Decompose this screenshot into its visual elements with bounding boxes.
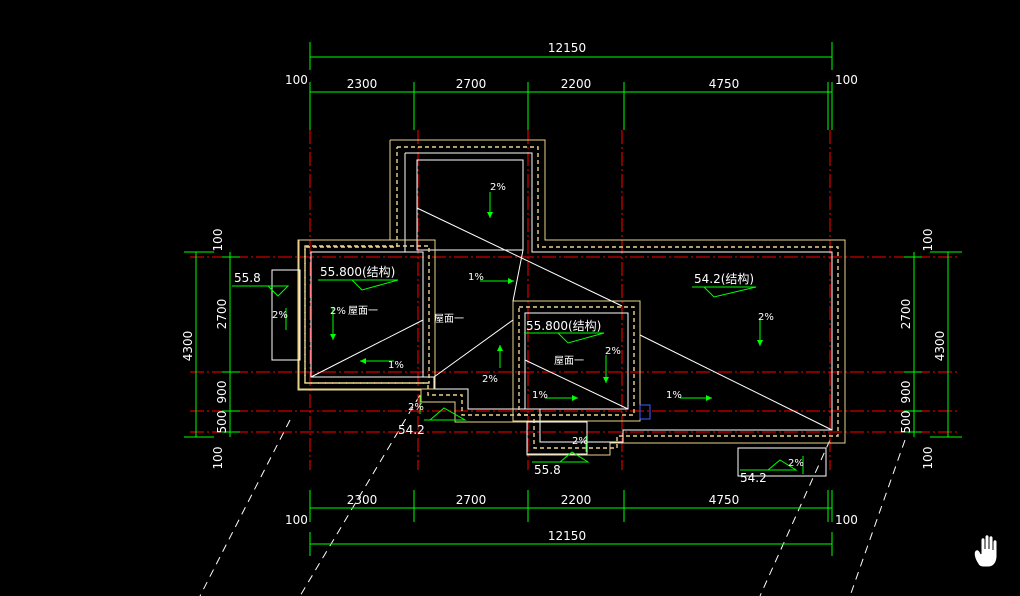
room-label: 屋面一 — [348, 305, 378, 317]
dim-bottom-seg-4: 4750 — [709, 493, 740, 507]
elevation-label: 55.800(结构) — [320, 264, 395, 279]
dim-bottom-offset-left: 100 — [285, 513, 308, 527]
slope-label: 1% — [666, 390, 682, 401]
slope-label: 1% — [388, 360, 404, 371]
slope-label: 2% — [330, 306, 346, 317]
dim-bottom-offset-right: 100 — [835, 513, 858, 527]
dim-top-seg-2: 2700 — [456, 77, 487, 91]
dim-right-seg-5: 100 — [921, 447, 935, 470]
dim-left-seg-5: 100 — [211, 447, 225, 470]
elevation-label: 55.8 — [534, 463, 561, 477]
dim-top-seg-4: 4750 — [709, 77, 740, 91]
dim-top-offset-left: 100 — [285, 73, 308, 87]
dim-bottom-seg-3: 2200 — [561, 493, 592, 507]
dim-top-total: 12150 — [548, 41, 586, 55]
slope-label: 2% — [482, 374, 498, 385]
dim-right-seg-4: 500 — [899, 411, 913, 434]
elevation-label: 54.2(结构) — [694, 271, 754, 286]
dim-right-seg-1: 100 — [921, 229, 935, 252]
building-outline — [271, 139, 846, 477]
slope-label: 2% — [272, 310, 288, 321]
dim-left-seg-3: 900 — [215, 381, 229, 404]
slope-label: 1% — [532, 390, 548, 401]
elevation-texts: 55.8 55.800(结构) 55.800(结构) 54.2(结构) 54.2… — [234, 264, 767, 485]
room-texts: 屋面一 屋面一 屋面一 — [348, 305, 584, 367]
elevation-label: 54.2 — [740, 471, 767, 485]
dim-top-seg-3: 2200 — [561, 77, 592, 91]
dim-bottom-seg-1: 2300 — [347, 493, 378, 507]
dim-top-offset-right: 100 — [835, 73, 858, 87]
hand-pan-icon — [973, 534, 998, 568]
slope-label: 1% — [468, 272, 484, 283]
axis-grid — [190, 130, 960, 470]
ridge-lines — [310, 207, 833, 431]
slope-label: 2% — [758, 312, 774, 323]
room-label: 屋面一 — [554, 355, 584, 367]
dimension-lines — [184, 42, 962, 556]
elevation-label: 55.800(结构) — [526, 318, 601, 333]
elevation-marks — [232, 279, 798, 471]
slope-texts: 2% 2% 1% 2% 1% 2% 2% 2% 1% 1% 2% 2% 2% — [272, 182, 804, 469]
dim-left-seg-4: 500 — [215, 411, 229, 434]
slope-label: 2% — [788, 458, 804, 469]
dim-top-seg-1: 2300 — [347, 77, 378, 91]
slope-label: 2% — [572, 436, 588, 447]
slope-label: 2% — [605, 346, 621, 357]
dim-right-seg-3: 900 — [899, 381, 913, 404]
elevation-label: 54.2 — [398, 423, 425, 437]
dim-bottom-seg-2: 2700 — [456, 493, 487, 507]
dim-left-total: 4300 — [181, 331, 195, 362]
dimension-texts: 12150 2300 2700 2200 4750 100 100 2300 2… — [181, 41, 947, 543]
dim-bottom-total: 12150 — [548, 529, 586, 543]
elevation-label: 55.8 — [234, 271, 261, 285]
dim-left-seg-1: 100 — [211, 229, 225, 252]
slope-label: 2% — [408, 402, 424, 413]
dim-left-seg-2: 2700 — [215, 299, 229, 330]
room-label: 屋面一 — [434, 313, 464, 325]
dim-right-seg-2: 2700 — [899, 299, 913, 330]
dim-right-total: 4300 — [933, 331, 947, 362]
guide-lines — [199, 394, 906, 596]
slope-arrows — [285, 192, 804, 474]
slope-label: 2% — [490, 182, 506, 193]
